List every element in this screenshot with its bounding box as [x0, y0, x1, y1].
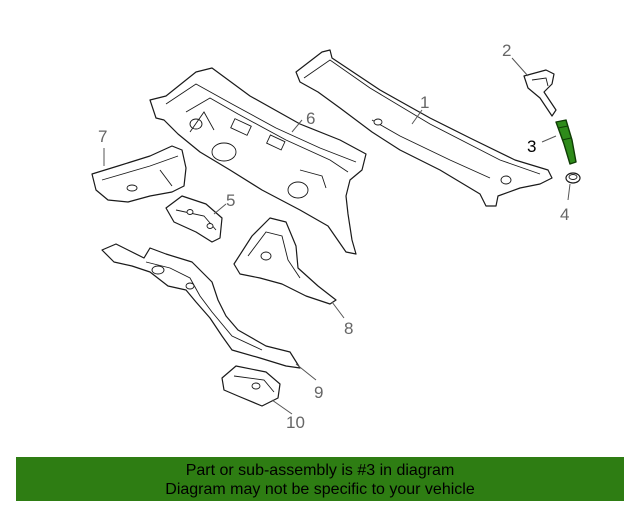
callout-6: 6 [306, 109, 315, 128]
callout-5: 5 [226, 191, 235, 210]
part-9-rail[interactable] [101, 243, 301, 369]
part-4-grommet[interactable] [565, 172, 581, 184]
callout-10: 10 [286, 413, 305, 432]
part-3-drain-tube[interactable] [555, 119, 577, 165]
leader-lines [103, 57, 571, 415]
callout-2: 2 [502, 41, 511, 60]
banner-line-1: Part or sub-assembly is #3 in diagram [185, 462, 455, 479]
part-7-bracket[interactable] [91, 145, 187, 203]
part-5-bracket[interactable] [165, 195, 223, 243]
callout-4: 4 [560, 205, 569, 224]
part-10-bracket[interactable] [221, 365, 281, 407]
part-6-dash-panel[interactable] [149, 67, 367, 255]
part-1-cowl-panel[interactable] [295, 49, 553, 207]
part-8-bracket[interactable] [233, 217, 337, 305]
parts-diagram: 1 2 3 4 5 6 7 8 9 10 [91, 41, 581, 432]
callout-8: 8 [344, 319, 353, 338]
callout-7: 7 [98, 127, 107, 146]
callout-9: 9 [314, 383, 323, 402]
banner-line-2: Diagram may not be specific to your vehi… [165, 481, 475, 498]
info-banner: Part or sub-assembly is #3 in diagram Di… [16, 457, 624, 501]
callout-3: 3 [527, 137, 536, 156]
callout-1: 1 [420, 93, 429, 112]
part-2-bracket[interactable] [523, 69, 557, 117]
